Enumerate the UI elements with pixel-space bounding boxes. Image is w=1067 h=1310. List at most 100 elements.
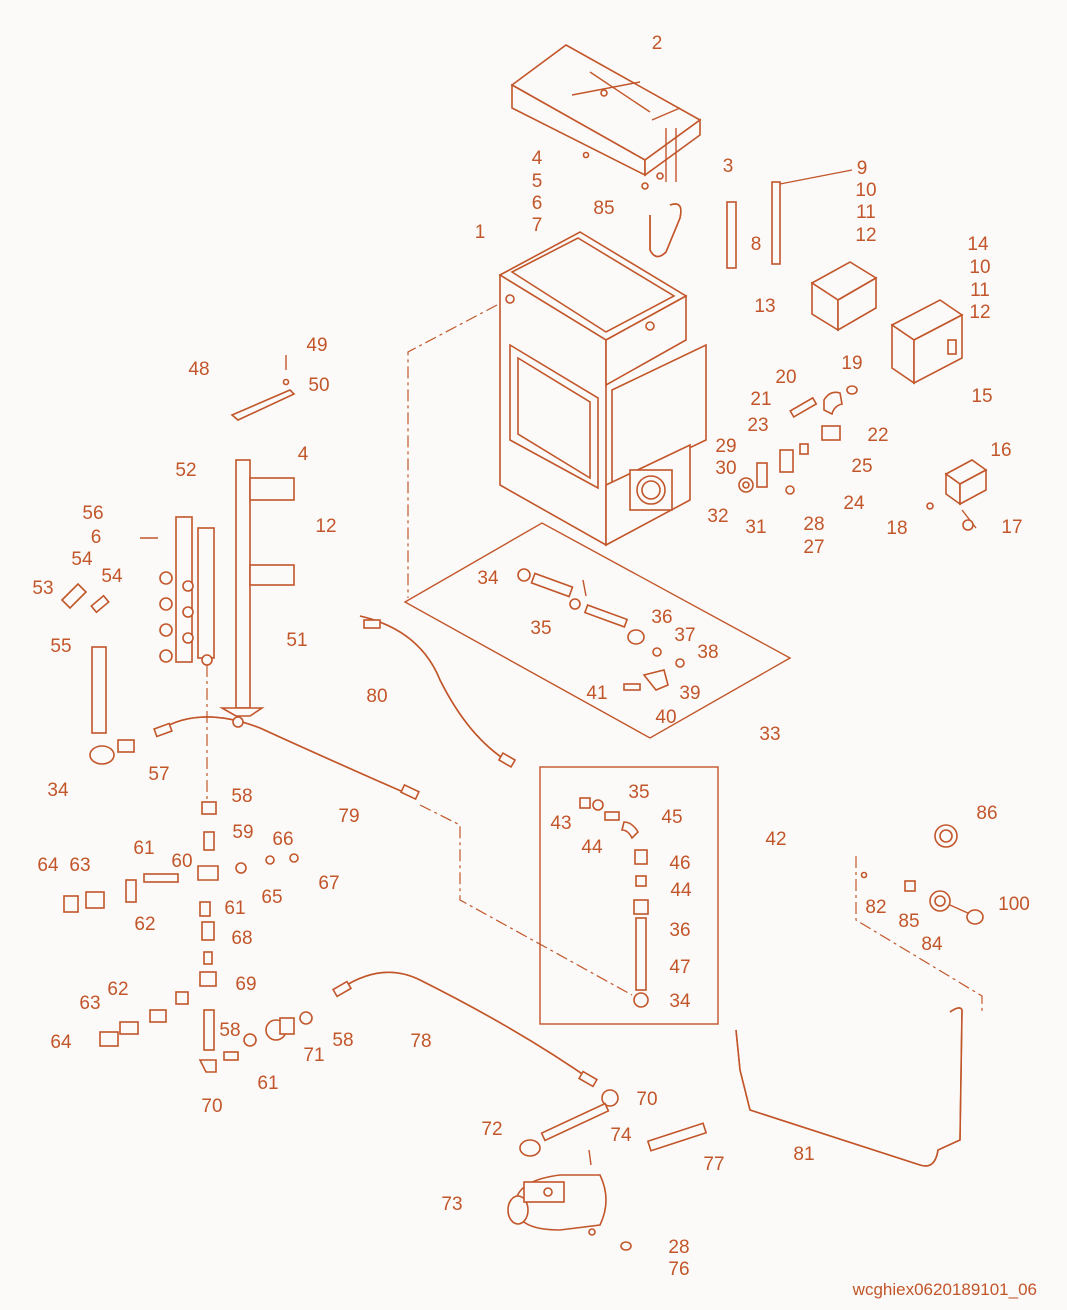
part-label: 53 bbox=[32, 578, 53, 599]
part-label: 85 bbox=[898, 911, 919, 932]
part-label: 66 bbox=[272, 829, 293, 850]
part-label: 27 bbox=[803, 537, 824, 558]
part-label: 9 bbox=[857, 158, 868, 179]
part-label: 23 bbox=[747, 415, 768, 436]
part-label: 29 bbox=[715, 436, 736, 457]
part-hose-80 bbox=[359, 615, 517, 769]
part-pump-73 bbox=[507, 1089, 708, 1251]
part-label: 25 bbox=[851, 456, 872, 477]
part-label: 31 bbox=[745, 517, 766, 538]
part-label: 59 bbox=[232, 822, 253, 843]
part-fittings-left bbox=[63, 873, 189, 1047]
part-main-cabinet bbox=[498, 231, 707, 547]
part-label: 84 bbox=[921, 934, 943, 955]
dash-guide-1 bbox=[407, 304, 498, 598]
part-label: 2 bbox=[652, 33, 663, 54]
part-label: 77 bbox=[703, 1154, 724, 1175]
part-label: 4 bbox=[532, 148, 543, 169]
part-label: 34 bbox=[477, 568, 499, 589]
part-label: 33 bbox=[759, 724, 780, 745]
part-label: 13 bbox=[754, 296, 775, 317]
part-riser-pipe bbox=[89, 646, 135, 765]
part-label: 55 bbox=[50, 636, 71, 657]
part-label: 44 bbox=[581, 837, 603, 858]
part-label: 70 bbox=[201, 1096, 222, 1117]
part-label: 52 bbox=[175, 460, 196, 481]
part-label: 12 bbox=[315, 516, 336, 537]
part-enclosure bbox=[890, 299, 964, 385]
part-label: 48 bbox=[188, 359, 209, 380]
part-label: 60 bbox=[171, 851, 192, 872]
part-label: 58 bbox=[332, 1030, 353, 1051]
part-label: 1 bbox=[475, 222, 486, 243]
part-label: 34 bbox=[669, 991, 691, 1012]
part-label: 41 bbox=[586, 683, 607, 704]
part-label: 100 bbox=[998, 894, 1030, 915]
part-label: 62 bbox=[107, 979, 128, 1000]
drawing-code: wcghiex0620189101_06 bbox=[852, 1280, 1037, 1299]
part-label: 64 bbox=[37, 855, 59, 876]
dash-guide-2 bbox=[419, 804, 633, 996]
part-label: 10 bbox=[855, 180, 876, 201]
part-label: 7 bbox=[532, 215, 543, 236]
part-label: 37 bbox=[674, 625, 695, 646]
part-label: 40 bbox=[655, 707, 676, 728]
part-label: 42 bbox=[765, 829, 786, 850]
part-label: 82 bbox=[865, 897, 886, 918]
part-kit-42 bbox=[539, 766, 719, 1025]
part-label: 39 bbox=[679, 683, 700, 704]
part-label: 17 bbox=[1001, 517, 1022, 538]
part-label: 16 bbox=[990, 440, 1011, 461]
part-label: 54 bbox=[101, 566, 123, 587]
part-label: 30 bbox=[715, 458, 736, 479]
part-hose-79 bbox=[153, 716, 421, 801]
part-label: 36 bbox=[651, 607, 672, 628]
part-label: 65 bbox=[261, 887, 282, 908]
part-hose-78 bbox=[331, 971, 599, 1088]
part-label: 46 bbox=[669, 853, 690, 874]
part-label: 18 bbox=[886, 518, 907, 539]
part-label: 80 bbox=[366, 686, 387, 707]
part-label: 28 bbox=[668, 1237, 689, 1258]
part-frame-81 bbox=[735, 1007, 963, 1167]
part-label: 63 bbox=[69, 855, 90, 876]
part-label: 3 bbox=[723, 156, 734, 177]
part-kit-33 bbox=[403, 522, 792, 739]
part-label: 43 bbox=[550, 813, 571, 834]
part-label: 85 bbox=[593, 198, 614, 219]
part-label: 12 bbox=[855, 225, 876, 246]
part-label: 5 bbox=[532, 171, 543, 192]
part-label: 14 bbox=[967, 234, 989, 255]
part-fittings-center bbox=[197, 801, 299, 1073]
part-label: 74 bbox=[610, 1125, 632, 1146]
part-label: 61 bbox=[257, 1073, 278, 1094]
part-label: 35 bbox=[530, 618, 551, 639]
part-label: 76 bbox=[668, 1259, 689, 1280]
part-label: 35 bbox=[628, 782, 649, 803]
part-nozzles bbox=[60, 582, 110, 614]
part-label: 8 bbox=[751, 234, 762, 255]
part-label: 73 bbox=[441, 1194, 462, 1215]
part-label: 15 bbox=[971, 386, 992, 407]
part-label: 61 bbox=[133, 838, 154, 859]
part-bar-48 bbox=[230, 355, 296, 421]
part-label: 86 bbox=[976, 803, 997, 824]
part-label: 50 bbox=[308, 375, 329, 396]
part-label: 49 bbox=[306, 335, 327, 356]
part-label: 28 bbox=[803, 514, 824, 535]
part-label: 57 bbox=[148, 764, 169, 785]
part-kit-82 bbox=[855, 824, 984, 1012]
part-label: 58 bbox=[231, 786, 252, 807]
part-label: 64 bbox=[50, 1032, 72, 1053]
part-switch-16 bbox=[926, 459, 988, 531]
part-label: 79 bbox=[338, 806, 359, 827]
part-manifold-52 bbox=[140, 516, 215, 666]
part-top-cover bbox=[510, 44, 702, 182]
part-control-box bbox=[810, 261, 878, 332]
part-label: 19 bbox=[841, 353, 862, 374]
part-u-tube bbox=[649, 203, 682, 258]
part-label: 63 bbox=[79, 993, 100, 1014]
part-small-fittings bbox=[738, 385, 858, 495]
